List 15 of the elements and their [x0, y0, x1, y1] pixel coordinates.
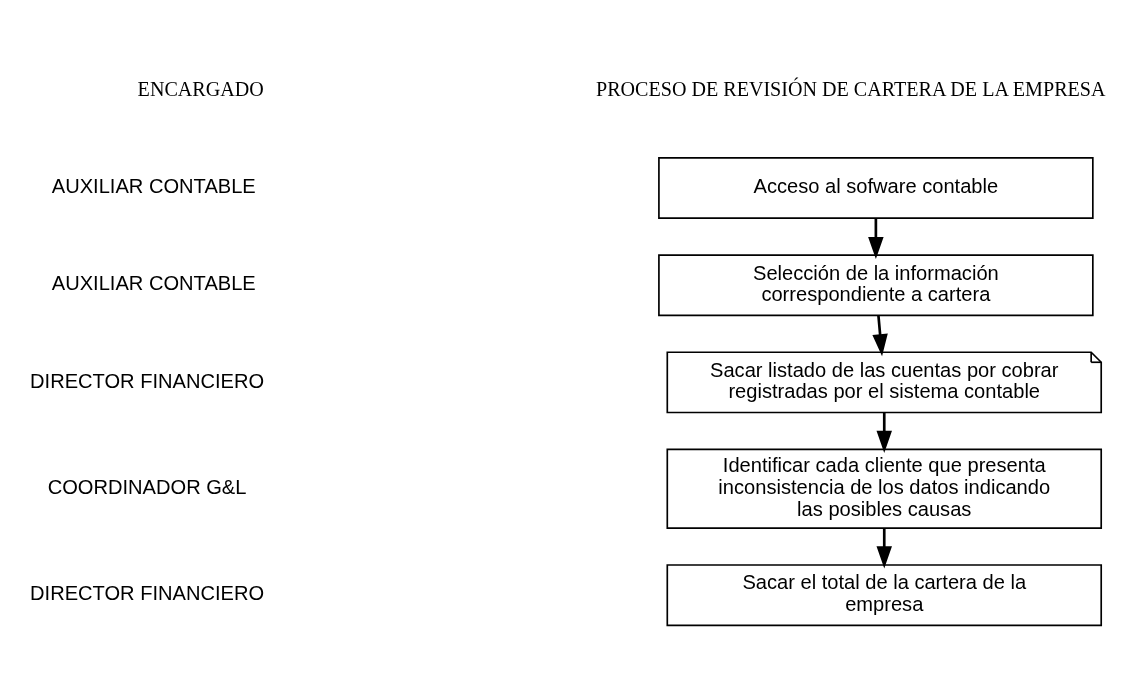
label: DIRECTOR FINANCIERO	[30, 582, 265, 605]
label: COORDINADOR G&L	[47, 475, 247, 498]
node-box: Sacar el total de la cartera de la empresa	[666, 564, 1103, 627]
label: AUXILIAR CONTABLE	[51, 175, 256, 198]
label: ENCARGADO	[137, 78, 264, 101]
arrow	[868, 218, 884, 260]
label: DIRECTOR FINANCIERO	[30, 369, 265, 392]
label: PROCESO DE REVISIÓN DE CARTERA DE LA EMPRESA	[595, 78, 1106, 101]
node-box: Acceso al sofware contable	[658, 157, 1094, 220]
arrow	[876, 528, 892, 569]
arrow	[876, 412, 892, 453]
arrow	[872, 315, 888, 357]
node-box: Selección de la información correspondiente a cartera	[658, 254, 1094, 317]
node-box: Identificar cada cliente que presenta inconsistencia de los datos indicando las posibles causas	[666, 448, 1103, 529]
label: AUXILIAR CONTABLE	[51, 272, 256, 295]
